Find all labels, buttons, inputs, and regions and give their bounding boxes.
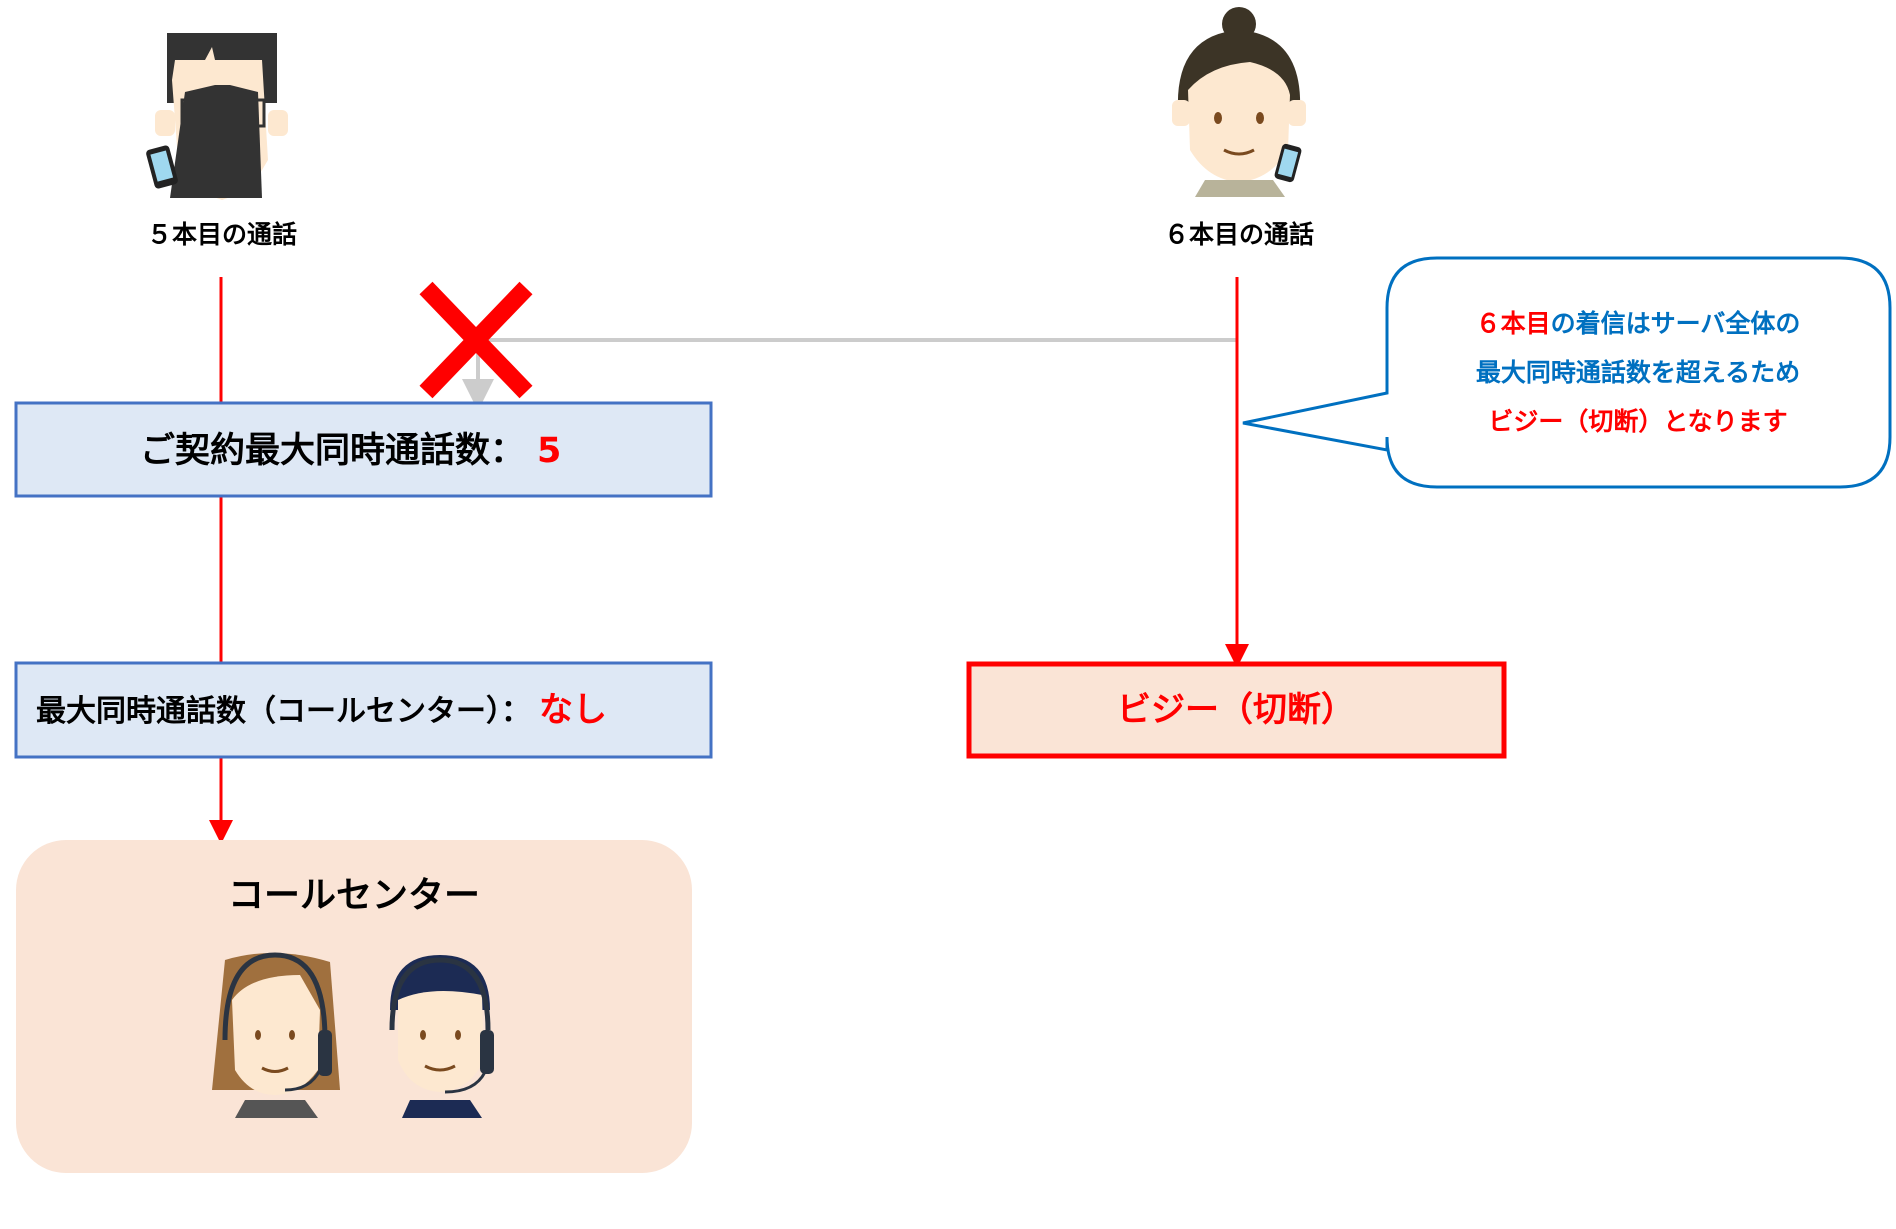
caller5-label: ５本目の通話 xyxy=(147,220,297,249)
busy-label: ビジー（切断） xyxy=(1117,690,1355,730)
callcenter-title: コールセンター xyxy=(228,875,480,916)
callout-line1: ６本目の着信はサーバ全体の xyxy=(1476,309,1801,338)
man-caller-icon xyxy=(146,33,288,200)
callout-bubble xyxy=(1242,256,1892,489)
reject-x-icon xyxy=(419,281,533,399)
busy-box xyxy=(966,661,1507,759)
callcenter-max-calls-box xyxy=(14,661,713,759)
contract-max-calls-text: ご契約最大同時通話数： 5 xyxy=(140,431,561,471)
rejected-path-arrow xyxy=(462,338,1237,411)
callcenter-box xyxy=(16,840,692,1173)
female-operator-icon xyxy=(212,952,340,1118)
woman-caller-icon xyxy=(1172,7,1306,197)
callout-line2: 最大同時通話数を超えるため xyxy=(1476,358,1800,387)
callcenter-max-calls-label: 最大同時通話数（コールセンター）： xyxy=(36,694,531,729)
callout-line1-blue: の着信はサーバ全体の xyxy=(1551,309,1801,338)
male-operator-icon xyxy=(389,955,494,1118)
callcenter-max-calls-value: なし xyxy=(539,690,607,730)
contract-max-calls-value: 5 xyxy=(537,431,561,471)
contract-max-calls-box xyxy=(14,401,713,498)
contract-max-calls-label: ご契約最大同時通話数： xyxy=(140,431,525,471)
callout-line3: ビジー（切断）となります xyxy=(1488,407,1787,436)
callcenter-max-calls-text: 最大同時通話数（コールセンター）：なし xyxy=(36,690,607,730)
caller6-label: ６本目の通話 xyxy=(1164,220,1314,249)
callout-line1-red: ６本目 xyxy=(1476,309,1551,338)
